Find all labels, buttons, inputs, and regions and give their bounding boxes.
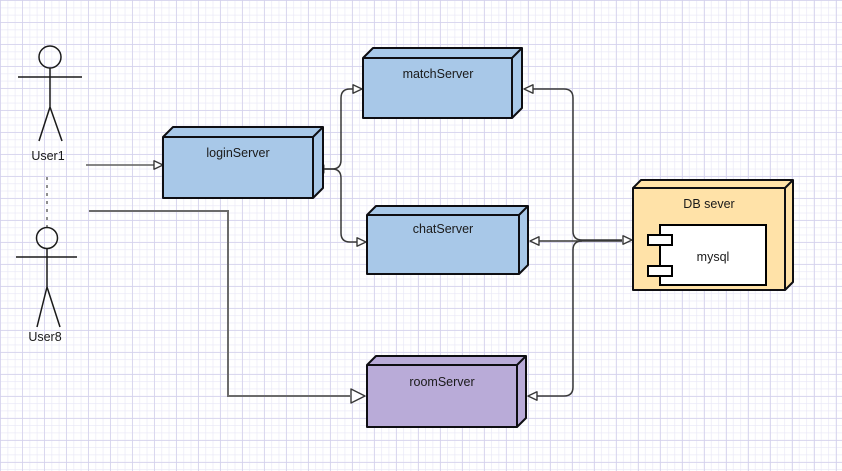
actor-user8-body <box>16 249 77 328</box>
edge-dbServer-matchServer[interactable] <box>523 84 622 241</box>
arrowhead-into-roomServer-right <box>527 391 538 401</box>
actor-user8-label: User8 <box>28 330 61 344</box>
edge-dbServer-roomServer[interactable] <box>527 240 583 401</box>
node-matchServer-label: matchServer <box>403 67 474 81</box>
node-matchServer[interactable]: matchServer <box>362 47 523 119</box>
node-dbServer[interactable]: DB sever mysql <box>632 179 794 291</box>
actor-user1-label: User1 <box>31 149 64 163</box>
arrowhead-into-dbServer-left <box>622 235 633 245</box>
arrowhead-into-matchServer-left <box>352 84 363 94</box>
actor-user8[interactable] <box>16 226 77 328</box>
node-loginServer[interactable]: loginServer <box>162 126 324 199</box>
actor-user8-head <box>35 226 59 250</box>
arrowhead-into-matchServer-right <box>523 84 534 94</box>
component-port-top <box>647 234 673 246</box>
actor-user1-body <box>18 68 82 142</box>
component-mysql[interactable]: mysql <box>647 224 767 286</box>
component-mysql-label: mysql <box>697 250 730 264</box>
arrowhead-into-loginServer-left <box>153 160 164 170</box>
node-chatServer[interactable]: chatServer <box>366 205 529 275</box>
arrowhead-into-chatServer-right <box>529 236 540 246</box>
actor-user1[interactable] <box>18 45 82 142</box>
arrowhead-into-chatServer-left <box>356 237 367 247</box>
component-port-bottom <box>647 265 673 277</box>
edge-users-roomServer[interactable] <box>89 210 366 404</box>
edge-user1-loginServer[interactable] <box>86 160 164 170</box>
actor-user1-head <box>38 45 62 69</box>
node-chatServer-label: chatServer <box>413 222 473 236</box>
edge-loginServer-chatServer[interactable] <box>324 168 367 247</box>
node-dbServer-label: DB sever <box>683 197 734 211</box>
arrowhead-large-into-roomServer-left <box>350 388 366 404</box>
node-loginServer-label: loginServer <box>206 146 269 160</box>
node-roomServer-label: roomServer <box>409 375 474 389</box>
node-roomServer[interactable]: roomServer <box>366 355 527 428</box>
